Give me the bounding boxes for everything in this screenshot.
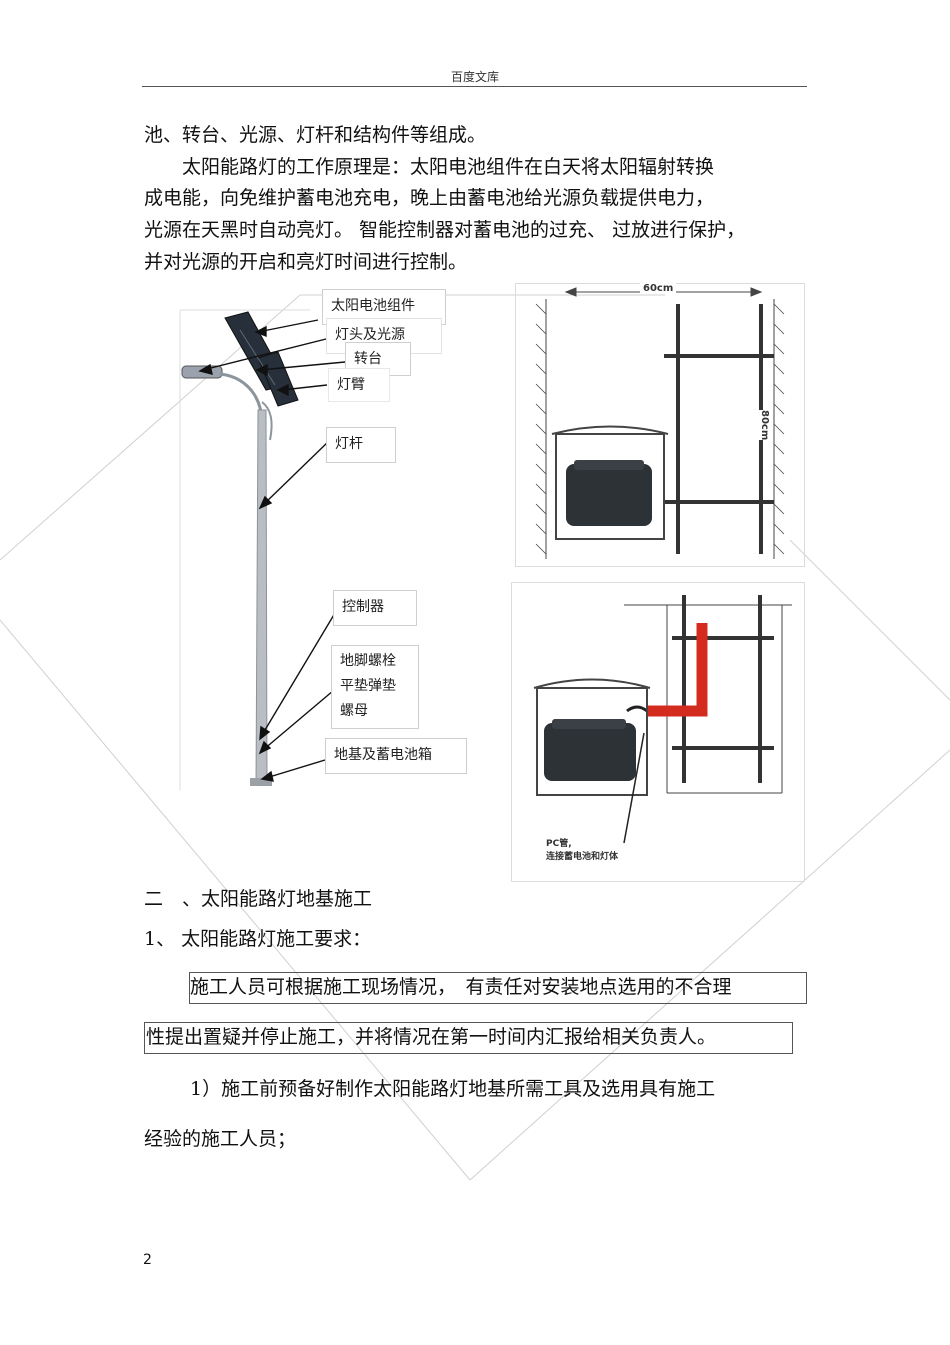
paragraph-line: 光源在天黑时自动亮灯。 智能控制器对蓄电池的过充、 过放进行保护， [144, 219, 746, 241]
label-controller: 控制器 [333, 590, 417, 626]
subsection-heading: 1、 太阳能路灯施工要求： [144, 928, 372, 950]
paragraph-line: 并对光源的开启和亮灯时间进行控制。 [144, 251, 468, 273]
label-anchor-bolt-group: 地脚螺栓 平垫弹垫 螺母 [331, 645, 419, 729]
pit-width-label: 60cm [640, 283, 677, 294]
label-foundation: 地基及蓄电池箱 [325, 738, 467, 774]
list-item-line: 1）施工前预备好制作太阳能路灯地基所需工具及选用具有施工 [190, 1078, 716, 1100]
requirement-line: 性提出置疑并停止施工，并将情况在第一时间内汇报给相关负责人。 [146, 1026, 717, 1048]
section-heading: 二 、太阳能路灯地基施工 [144, 888, 373, 910]
requirement-box-1 [189, 972, 807, 1004]
paragraph-line: 池、转台、光源、灯杆和结构件等组成。 [144, 124, 487, 146]
pit-depth-label: 80cm [759, 410, 770, 441]
list-item-line: 经验的施工人员； [144, 1128, 297, 1150]
paragraph-line: 成电能，向免维护蓄电池充电，晚上由蓄电池给光源负载提供电力， [144, 187, 715, 209]
requirement-line: 施工人员可根据施工现场情况， 有责任对安装地点选用的不合理 [190, 976, 732, 998]
street-light-diagram [179, 309, 346, 790]
label-lamp-arm: 灯臂 [328, 368, 390, 402]
page-header: 百度文库 [450, 70, 499, 84]
pc-pipe-label: PC管, 连接蓄电池和灯体 [546, 839, 619, 862]
requirement-box-2 [144, 1022, 793, 1054]
header-rule [142, 86, 807, 87]
page-number: 2 [143, 1252, 152, 1268]
paragraph-line: 太阳能路灯的工作原理是：太阳电池组件在白天将太阳辐射转换 [182, 156, 715, 178]
foundation-pipe-diagram [511, 582, 805, 882]
label-pole: 灯杆 [326, 427, 396, 463]
